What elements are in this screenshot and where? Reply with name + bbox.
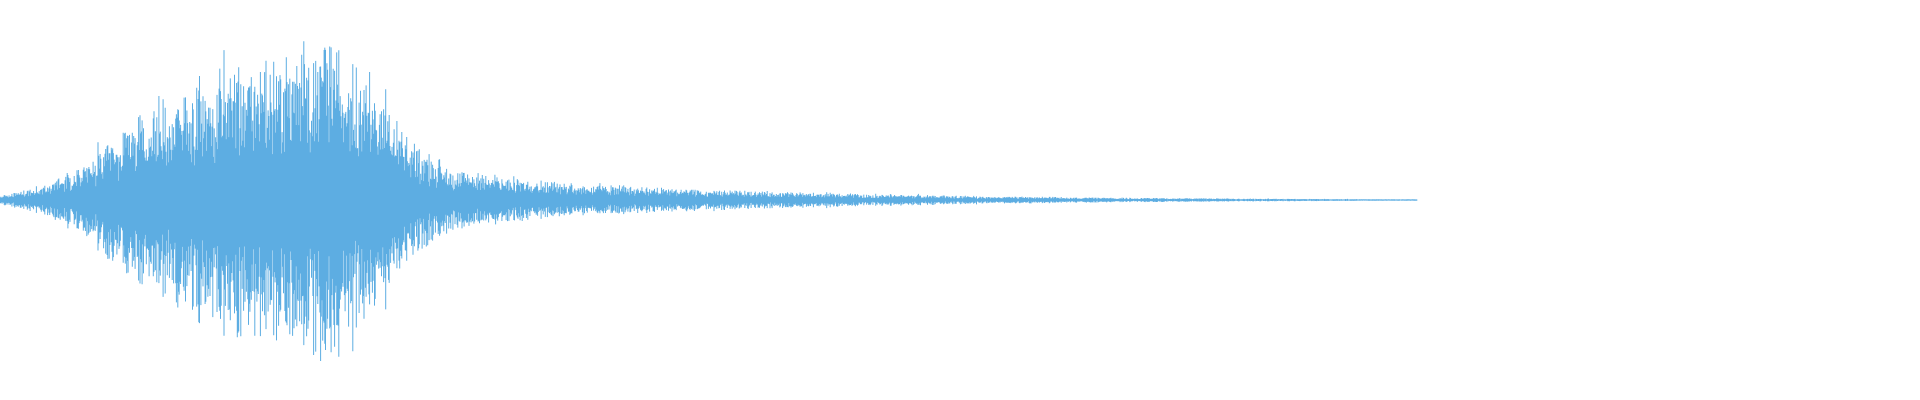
waveform-path (0, 41, 1418, 361)
